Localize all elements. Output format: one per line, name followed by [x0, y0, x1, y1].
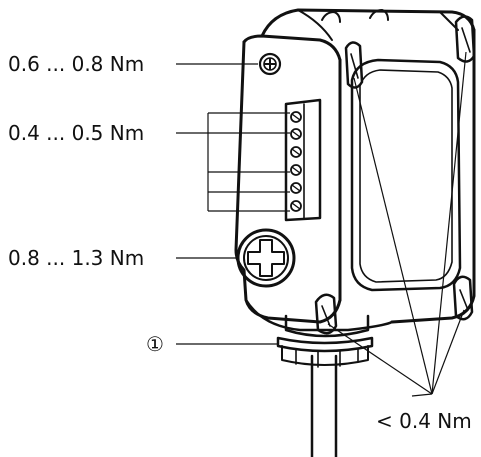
cover-plug-icon — [236, 228, 296, 288]
label-housing-screws: < 0.4 Nm — [376, 409, 472, 433]
housing-screw-icon — [454, 15, 476, 63]
label-cover-plug: 0.8 ... 1.3 Nm — [8, 246, 144, 270]
housing-screw-icon — [344, 41, 364, 89]
sensor-housing — [234, 8, 476, 332]
label-top-screw: 0.6 ... 0.8 Nm — [8, 52, 144, 76]
screw-icon — [290, 128, 302, 140]
screw-icon — [290, 182, 302, 194]
screw-icon — [290, 164, 302, 176]
terminal-screws — [290, 111, 302, 212]
screw-icon — [290, 146, 302, 158]
label-cable-gland: ① — [146, 332, 164, 356]
housing-screw-icon — [452, 275, 474, 321]
leader-lines — [176, 51, 467, 397]
cable — [310, 354, 338, 457]
top-screw-icon — [258, 52, 282, 76]
housing-screw-icon — [314, 293, 338, 335]
screw-icon — [290, 111, 302, 123]
cable-gland — [276, 314, 374, 368]
label-terminal-screws: 0.4 ... 0.5 Nm — [8, 121, 144, 145]
screw-icon — [290, 200, 302, 212]
